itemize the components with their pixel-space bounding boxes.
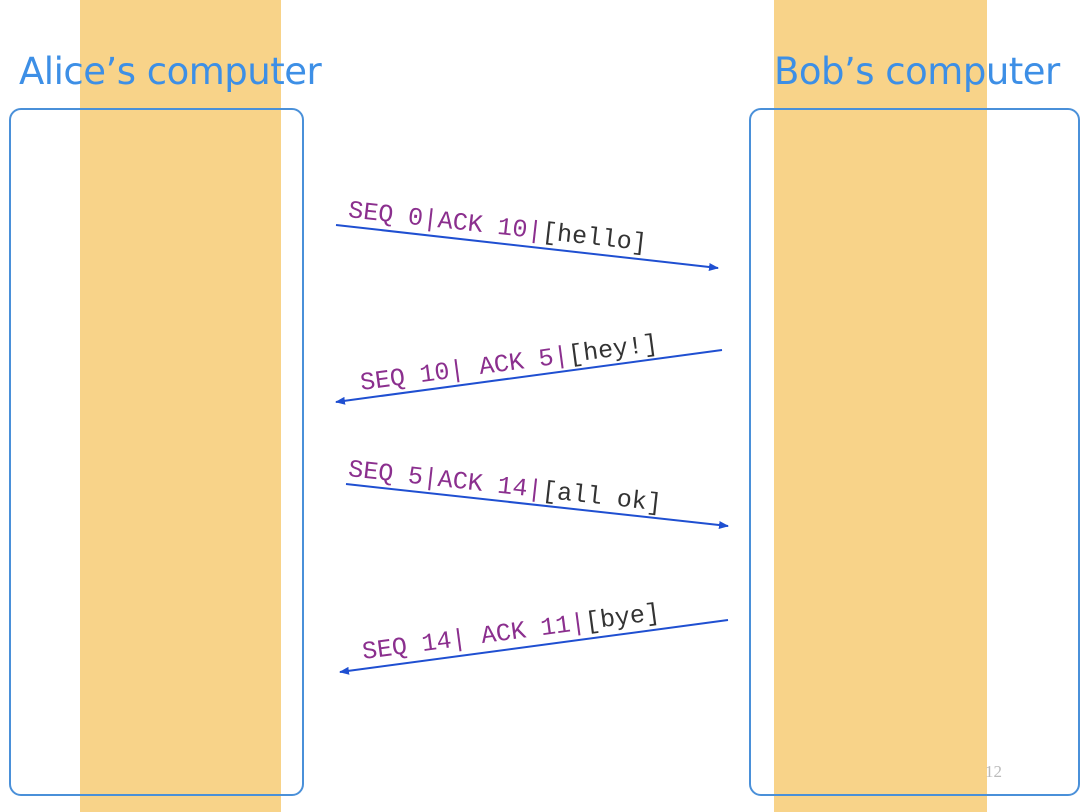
page-number: 12 [985, 762, 1002, 781]
bob-highlight-stripe [774, 0, 987, 812]
arrow-message-4 [339, 619, 729, 675]
alice-computer-label: Alice’s computer [19, 50, 322, 93]
arrow-message-1 [335, 224, 719, 271]
arrow-message-3 [345, 483, 729, 529]
alice-computer-box [9, 108, 304, 796]
bob-computer-box [749, 108, 1080, 796]
arrow-message-2 [335, 349, 723, 405]
alice-highlight-stripe [80, 0, 281, 812]
bob-computer-label: Bob’s computer [774, 50, 1060, 93]
